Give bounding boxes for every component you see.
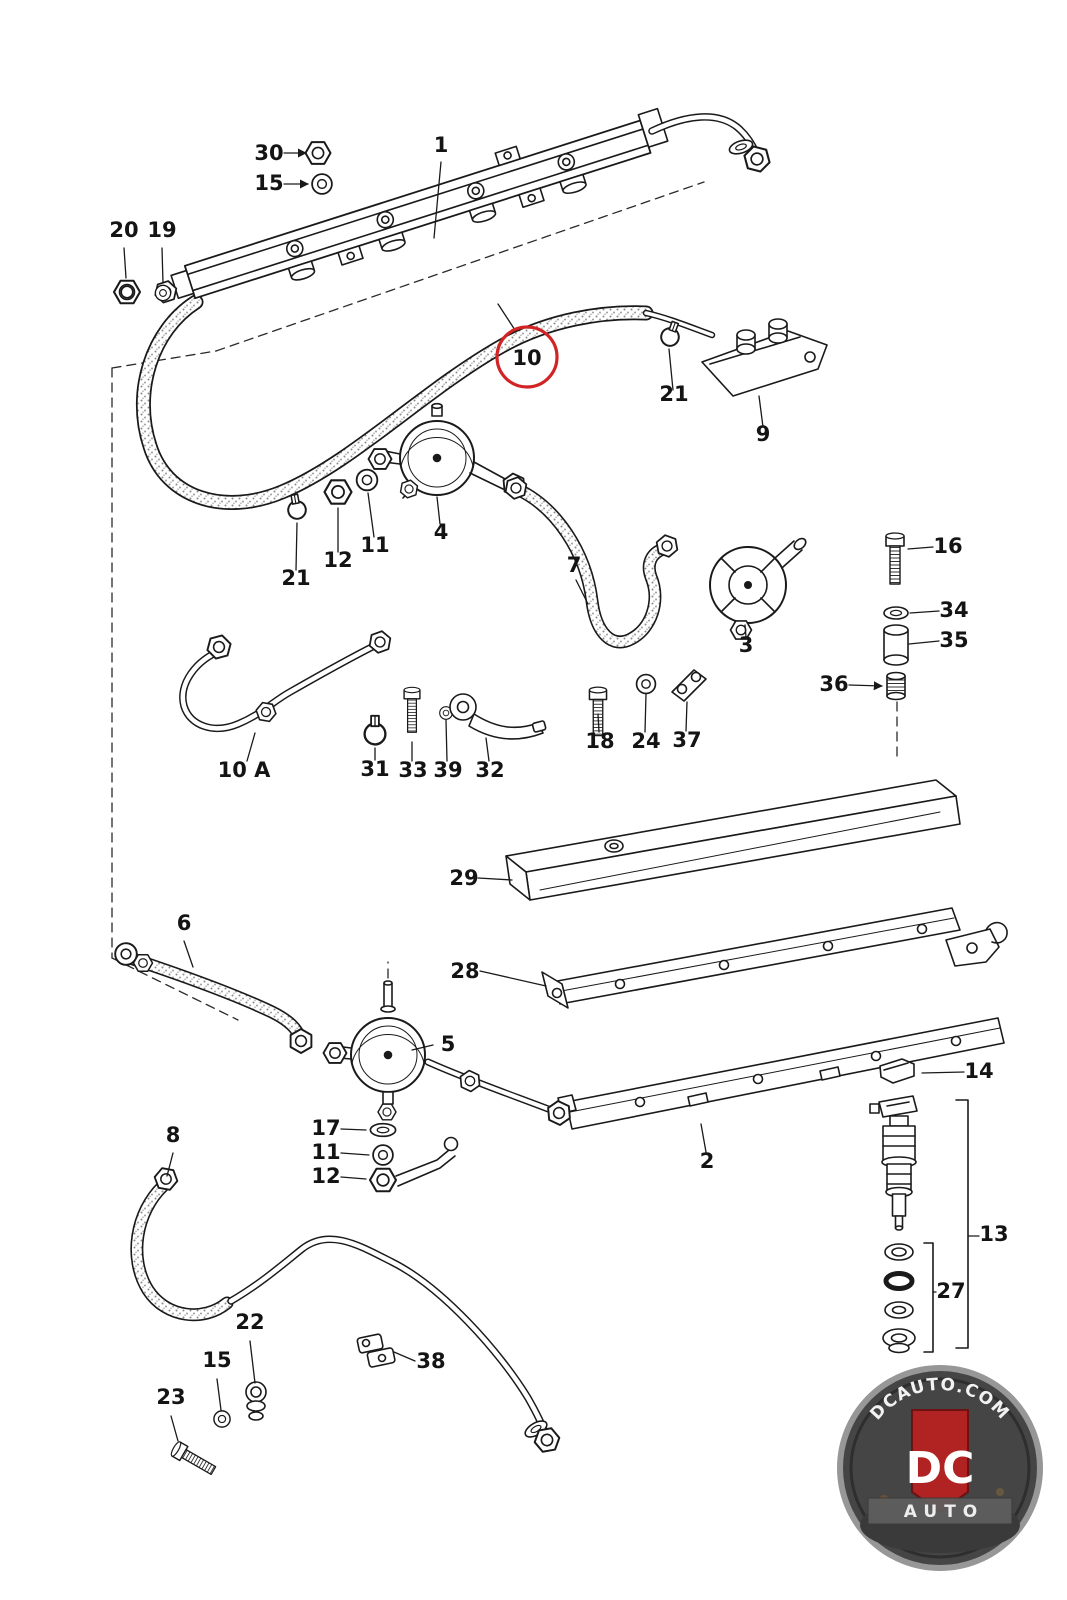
- part-label-15-top: 15: [254, 171, 283, 195]
- part-16-bolt: [885, 532, 905, 585]
- part-label-2: 2: [700, 1149, 715, 1173]
- part-4-fuel-damper: [367, 402, 530, 502]
- fuel-pipe-bottom: [227, 1235, 563, 1454]
- part-label-14: 14: [964, 1059, 993, 1083]
- part-label-17: 17: [311, 1116, 340, 1140]
- part-label-21-top: 21: [659, 382, 688, 406]
- part-30-nut: [304, 141, 332, 165]
- part-label-30: 30: [254, 141, 283, 165]
- part-label-27: 27: [936, 1279, 965, 1303]
- part-label-1: 1: [434, 133, 449, 157]
- part-label-16: 16: [933, 534, 962, 558]
- part-label-35: 35: [939, 628, 968, 652]
- part-6-fuel-hose: [114, 942, 318, 1057]
- part-label-3: 3: [739, 633, 754, 657]
- part-11-washer-left: [355, 468, 379, 492]
- part-10-fuel-hose: [136, 294, 716, 510]
- part-22-grommet-stack: [245, 1381, 267, 1421]
- part-36-bushing: [886, 671, 906, 701]
- part-label-29: 29: [449, 866, 478, 890]
- part-5-fuel-damper: [322, 980, 576, 1129]
- part-12-nut-bottom: [368, 1167, 398, 1193]
- watermark-logo: DCAUTO.COM DC AUTO: [837, 1365, 1043, 1571]
- part-14-clip: [879, 1058, 915, 1084]
- part-label-36: 36: [819, 672, 848, 696]
- part-label-12-left: 12: [323, 548, 352, 572]
- part-label-10: 10: [512, 346, 541, 370]
- part-17-washer: [369, 1122, 397, 1138]
- part-label-11-bottom: 11: [311, 1140, 340, 1164]
- part-28-channel: [541, 907, 961, 1009]
- part-2-mounting-plate: [557, 1017, 1005, 1130]
- part-label-33: 33: [398, 758, 427, 782]
- logo-monogram: DC: [906, 1443, 975, 1494]
- part-label-5: 5: [441, 1032, 456, 1056]
- part-1-fuel-rail: [151, 107, 774, 306]
- part-label-23: 23: [156, 1385, 185, 1409]
- highlight-circle: [495, 325, 559, 389]
- part-38-bracket: [356, 1333, 396, 1368]
- part-27-seal-kit: [882, 1242, 934, 1354]
- bracket-arm: [395, 1136, 459, 1187]
- part-13-injector: [869, 1095, 969, 1349]
- part-labels: 30 15 1 20 19 10 21 9 4 21 12 11 7 3 16 …: [109, 133, 1008, 1409]
- part-3-pressure-regulator: [709, 537, 807, 640]
- part-20-cap: [112, 279, 142, 305]
- part-8-fuel-hose: [130, 1166, 234, 1322]
- part-label-12-bottom: 12: [311, 1164, 340, 1188]
- part-label-9: 9: [756, 422, 771, 446]
- logo-word: AUTO: [904, 1502, 985, 1522]
- part-label-21-left: 21: [281, 566, 310, 590]
- part-32-bracket: [449, 693, 547, 740]
- part-15-washer-top: [311, 173, 333, 195]
- part-label-13: 13: [979, 1222, 1008, 1246]
- part-label-31: 31: [360, 757, 389, 781]
- part-23-bolt: [168, 1439, 219, 1479]
- part-label-38: 38: [416, 1349, 445, 1373]
- part-21-clamp-left: [284, 492, 309, 522]
- part-label-39: 39: [433, 758, 462, 782]
- leader-lines: [123, 148, 980, 1442]
- highlight-ring: [495, 325, 559, 389]
- part-label-11-left: 11: [360, 533, 389, 557]
- part-label-37: 37: [672, 728, 701, 752]
- part-label-28: 28: [450, 959, 479, 983]
- part-35-spacer: [883, 624, 909, 666]
- part-label-15-bottom: 15: [202, 1348, 231, 1372]
- part-label-32: 32: [475, 758, 504, 782]
- part-label-10a: 10 A: [218, 758, 272, 782]
- part-11-washer-bottom: [372, 1144, 394, 1166]
- part-15-washer-bottom: [213, 1410, 231, 1428]
- part-label-8: 8: [166, 1123, 181, 1147]
- part-31-clamp: [363, 714, 387, 746]
- part-label-6: 6: [177, 911, 192, 935]
- part-24-washer: [635, 673, 657, 695]
- part-label-22: 22: [235, 1310, 264, 1334]
- part-label-20: 20: [109, 218, 138, 242]
- part-label-7: 7: [567, 553, 582, 577]
- part-19-seal-ring: [154, 284, 172, 302]
- part-7-fuel-hose: [501, 474, 682, 649]
- part-label-4: 4: [434, 520, 449, 544]
- part-33-bolt: [403, 686, 421, 733]
- part-37-bracket: [671, 669, 707, 702]
- end-bracket-piece: [945, 921, 1008, 967]
- part-9-support-bracket: [701, 318, 828, 397]
- part-12-nut-left: [323, 479, 353, 505]
- part-label-24: 24: [631, 729, 660, 753]
- part-34-washer: [883, 606, 909, 620]
- part-label-18: 18: [585, 729, 614, 753]
- part-29-cover: [505, 779, 961, 901]
- part-label-19: 19: [147, 218, 176, 242]
- part-label-34: 34: [939, 598, 968, 622]
- part-10a-fuel-pipe: [179, 628, 395, 732]
